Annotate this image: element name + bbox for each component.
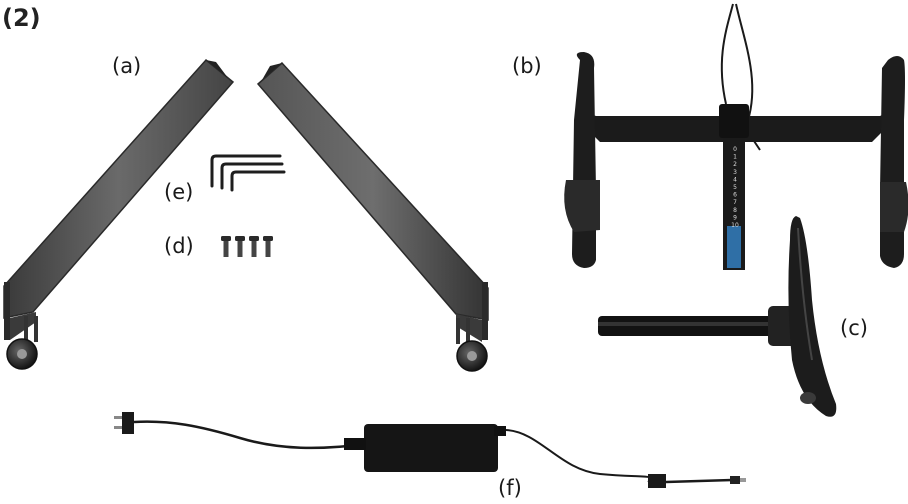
left-frame-arm <box>3 58 235 370</box>
plug-icon <box>122 412 134 434</box>
seat-assembly <box>598 216 837 417</box>
stem-scale-mark: 5 <box>733 184 737 191</box>
label-b: (b) <box>512 54 542 78</box>
stem-scale-mark: 3 <box>733 169 737 176</box>
adapter-brick <box>364 424 498 472</box>
label-f: (f) <box>498 476 522 500</box>
allen-keys-icon <box>210 154 286 192</box>
step-number: (2) <box>2 4 41 32</box>
stem-scale-mark: 6 <box>733 192 737 199</box>
screws-icon <box>221 236 273 257</box>
stem-scale-mark: 10 <box>731 222 739 229</box>
right-frame-arm <box>256 61 489 372</box>
label-e: (e) <box>164 180 194 204</box>
stem-scale-mark: 8 <box>733 207 737 214</box>
stem-scale-mark: 1 <box>733 154 737 161</box>
power-adapter <box>114 412 746 488</box>
stem-scale-mark: 0 <box>733 146 737 153</box>
label-a: (a) <box>112 54 142 78</box>
label-d: (d) <box>164 234 194 258</box>
stem-scale-mark: 9 <box>733 214 737 221</box>
stem-scale-mark: 4 <box>733 176 737 183</box>
stem-scale-mark: 7 <box>733 199 737 206</box>
label-c: (c) <box>840 316 868 340</box>
stem-scale-mark: 2 <box>733 161 737 168</box>
saddle <box>788 216 837 417</box>
